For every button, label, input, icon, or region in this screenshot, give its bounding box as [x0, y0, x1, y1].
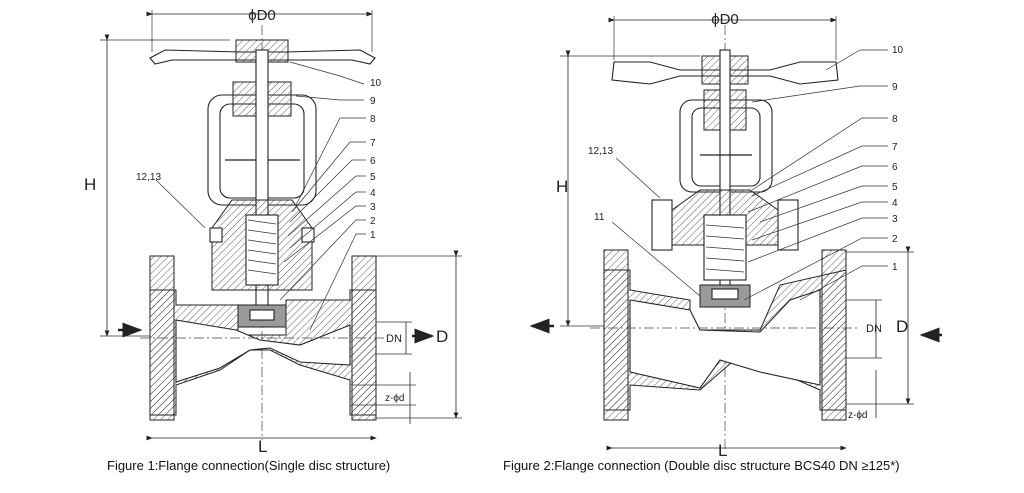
fig1-d-label: D: [436, 327, 448, 346]
fig2-part-label: 9: [892, 82, 898, 93]
fig1-part-label: 8: [370, 114, 376, 125]
fig1-part-label: 6: [370, 156, 376, 167]
fig1-part-label: 10: [370, 78, 382, 89]
figure1-labels: ϕD0 H L DN D z-ϕd 10 9 8 7 6 5 4 3 2 1 1…: [84, 7, 448, 456]
fig1-part-label: 3: [370, 202, 376, 213]
fig2-part-label: 5: [892, 182, 898, 193]
fig2-part-label: 7: [892, 142, 898, 153]
fig1-part-label: 5: [370, 172, 376, 183]
fig1-dn-label: DN: [386, 333, 402, 345]
figure1-caption: Figure 1:Flange connection(Single disc s…: [107, 458, 391, 473]
figure1-dimensions: [100, 10, 462, 441]
fig1-l-label: L: [258, 437, 267, 456]
figure1-leaders: [155, 61, 366, 331]
fig2-part-label: 11: [594, 212, 605, 223]
figure2-valve: [590, 25, 860, 450]
fig2-part-label: 8: [892, 114, 898, 125]
fig2-dn-label: DN: [866, 323, 882, 335]
fig2-part-label: 10: [892, 45, 904, 56]
figure1-valve: [140, 25, 388, 440]
fig1-part-label: 1: [370, 230, 376, 241]
fig2-part-label: 4: [892, 198, 898, 209]
fig1-zd-label: z-ϕd: [385, 393, 405, 404]
fig2-h-label: H: [556, 177, 568, 196]
fig2-zd-label: z-ϕd: [848, 410, 868, 421]
figure2-caption: Figure 2:Flange connection (Double disc …: [503, 458, 900, 473]
fig1-part-label: 12,13: [136, 172, 161, 183]
figure2-dimensions: [529, 16, 942, 451]
fig2-part-label: 2: [892, 234, 898, 245]
fig1-part-label: 7: [370, 138, 376, 149]
fig2-part-label: 6: [892, 162, 898, 173]
fig2-part-label: 3: [892, 214, 898, 225]
fig2-part-label: 12,13: [588, 146, 613, 157]
fig2-part-label: 1: [892, 262, 898, 273]
fig1-h-label: H: [84, 175, 96, 194]
figure2-labels: ϕD0 H L DN D z-ϕd 10 9 8 7 6 5 4 3 2 1 1…: [556, 11, 908, 460]
fig2-d-label: D: [896, 317, 908, 336]
fig1-part-label: 2: [370, 216, 376, 227]
figure2-leaders: [611, 49, 888, 301]
fig1-d0-label: ϕD0: [248, 7, 276, 24]
fig1-part-label: 4: [370, 188, 376, 199]
fig1-part-label: 9: [370, 96, 376, 107]
fig2-d0-label: ϕD0: [711, 11, 739, 28]
fig2-l-label: L: [718, 441, 727, 460]
